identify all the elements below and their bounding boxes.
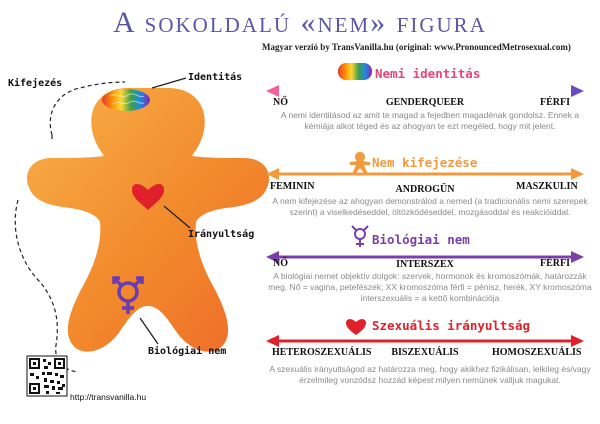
identity-description: A nemi identitásod az amit te magad a fe…	[280, 110, 580, 131]
expression-outline	[14, 81, 126, 373]
identity-middle: GENDERQUEER	[385, 97, 465, 108]
label-biological-sex: Biológiai nem	[148, 346, 227, 357]
biological-left: NŐ	[273, 258, 288, 269]
orientation-right: HOMOSZEXUÁLIS	[492, 347, 582, 358]
orientation-description: A szexuális irányultságod az határozza m…	[269, 364, 591, 385]
biological-arrow	[266, 225, 584, 263]
figure-sex-symbol-icon	[112, 276, 144, 314]
expression-right: MASZKULIN	[516, 181, 578, 192]
orientation-left: HETEROSZEXUÁLIS	[272, 347, 372, 358]
section-identity-title: Nemi identitás	[375, 66, 481, 81]
expression-description: A nem kifejezése az ahogyan demonstrálod…	[272, 196, 588, 217]
identity-arrow	[266, 63, 584, 97]
subtitle: Magyar verzió by TransVanilla.hu (origin…	[262, 42, 571, 52]
identity-right: FÉRFI	[540, 97, 570, 108]
figure-brain-icon	[102, 89, 150, 111]
section-biological-title: Biológiai nem	[372, 232, 470, 247]
biological-description: A biológiai nemet objektív dolgok: szerv…	[268, 271, 592, 303]
expression-middle: ANDROGÜN	[395, 184, 455, 195]
expression-arrow	[266, 152, 584, 180]
label-expression: Kifejezés	[8, 78, 63, 89]
biological-right: FÉRFI	[540, 258, 570, 269]
gingerbread-body	[26, 88, 270, 352]
label-orientation: Irányultság	[188, 229, 255, 240]
orientation-middle: BISZEXUÁLIS	[391, 347, 459, 358]
identity-left: NŐ	[273, 97, 288, 108]
section-expression-title: Nem kifejezése	[372, 155, 478, 170]
section-orientation-title: Szexuális irányultság	[372, 318, 531, 333]
biological-middle: INTERSZEX	[396, 259, 454, 270]
qr-code	[26, 355, 68, 397]
orientation-arrow	[266, 319, 584, 347]
label-identity: Identitás	[188, 72, 243, 83]
page-title: A sokoldalú «nem» figura	[113, 6, 487, 39]
footer-url-link[interactable]: http://transvanilla.hu	[70, 392, 147, 402]
expression-left: FEMININ	[270, 181, 315, 192]
figure-heart-icon	[132, 184, 164, 210]
